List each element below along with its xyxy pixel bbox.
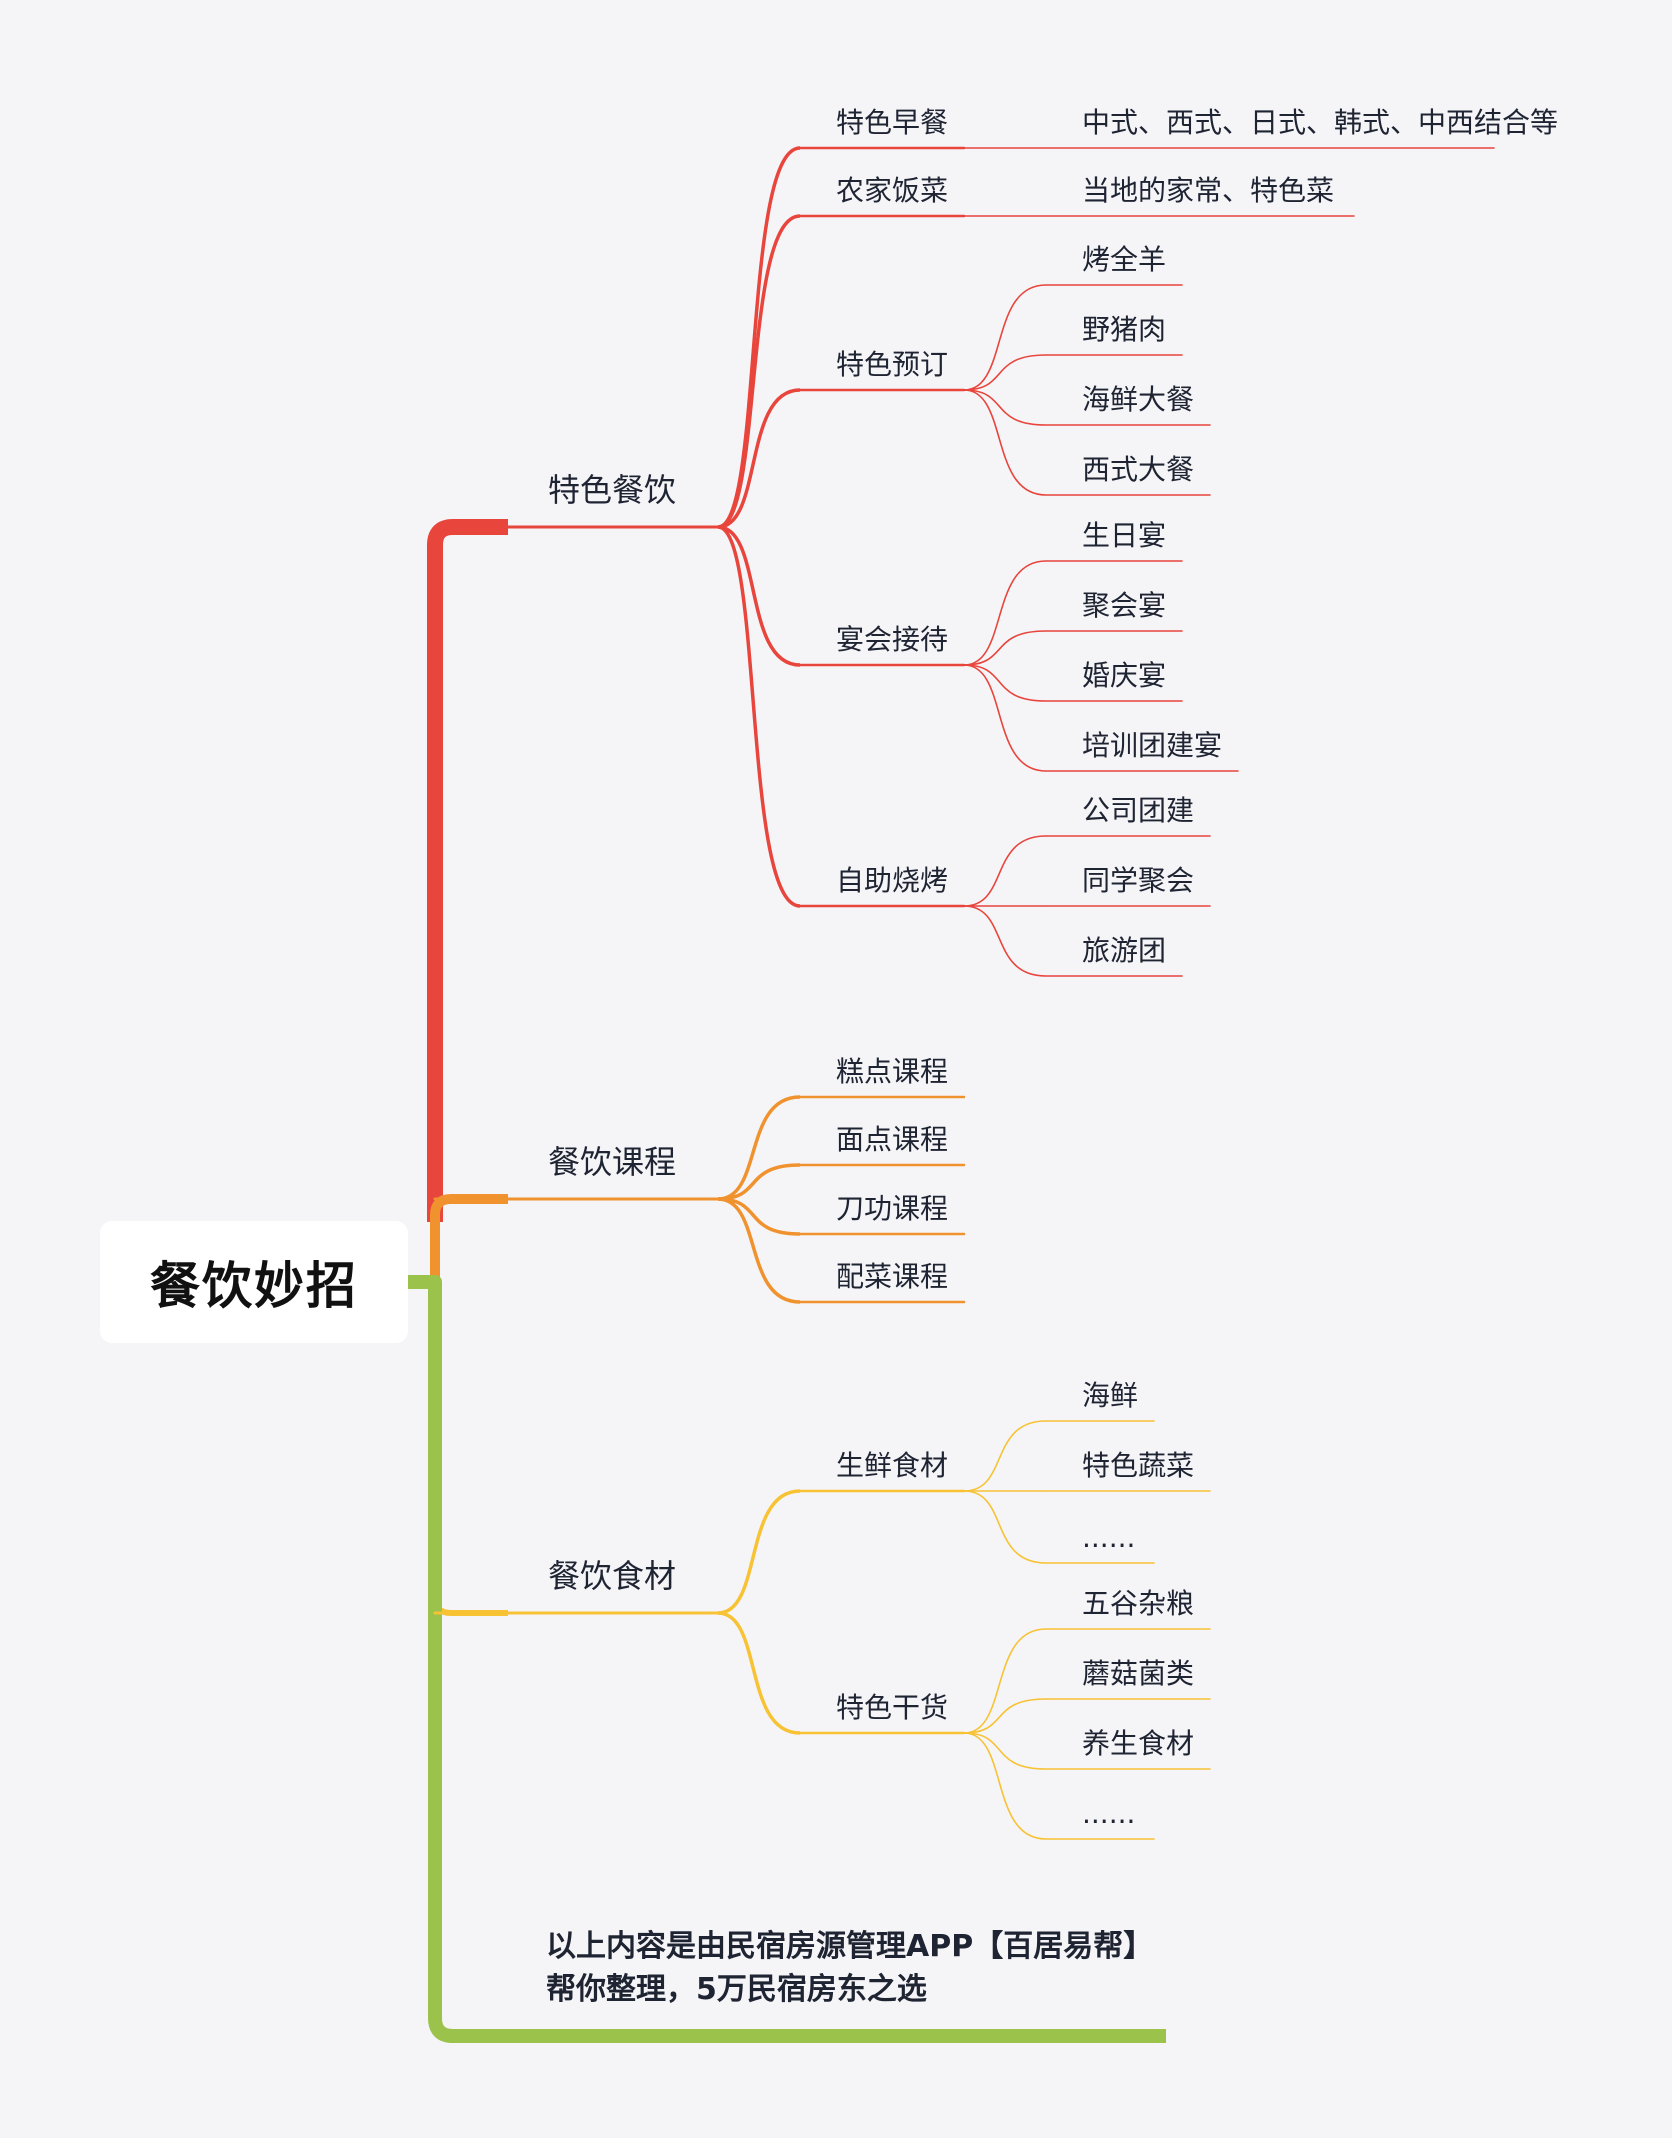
node-1-5-label[interactable]: 自助烧烤: [836, 864, 948, 897]
leaf-1-4-2-label[interactable]: 聚会宴: [1082, 589, 1166, 622]
spine-branch-2: [430, 1194, 508, 1282]
node-1-3-label[interactable]: 特色预订: [836, 348, 948, 381]
branch-2-link-1: [717, 1095, 801, 1201]
leaf-1-5-3-label[interactable]: 旅游团: [1082, 934, 1166, 967]
leaf-1-3-2-link: [963, 354, 1047, 391]
root-node[interactable]: 餐饮妙招: [100, 1221, 408, 1343]
leaf-1-3-1-label[interactable]: 烤全羊: [1082, 243, 1166, 276]
leaf-3-2-1-label[interactable]: 五谷杂粮: [1082, 1587, 1194, 1620]
branch-2-label[interactable]: 餐饮课程: [548, 1143, 676, 1181]
node-1-2-label[interactable]: 农家饭菜: [836, 174, 948, 207]
leaf-1-4-1-link: [963, 560, 1047, 666]
leaf-1-5-2-label[interactable]: 同学聚会: [1082, 864, 1194, 897]
leaf-3-2-4-label[interactable]: ......: [1082, 1797, 1135, 1830]
leaf-1-3-2-label[interactable]: 野猪肉: [1082, 313, 1166, 346]
node-1-4-label[interactable]: 宴会接待: [836, 623, 948, 656]
leaf-1-3-4-link: [963, 389, 1047, 496]
leaf-1-4-4-label[interactable]: 培训团建宴: [1082, 729, 1222, 762]
leaf-3-1-1-label[interactable]: 海鲜: [1082, 1379, 1138, 1412]
footer-note: 以上内容是由民宿房源管理APP【百居易帮】帮你整理，5万民宿房东之选: [546, 1929, 1139, 2007]
branch-3-label[interactable]: 餐饮食材: [548, 1557, 676, 1595]
leaf-1-2-1-label[interactable]: 当地的家常、特色菜: [1082, 174, 1334, 207]
leaf-3-1-3-link: [963, 1490, 1047, 1564]
branch-3-link-1: [717, 1489, 801, 1615]
leaf-1-3-3-label[interactable]: 海鲜大餐: [1082, 383, 1194, 416]
leaf-3-2-2-link: [963, 1698, 1047, 1734]
branch-1-link-5: [717, 525, 801, 908]
root-node-label: 餐饮妙招: [150, 1257, 358, 1315]
leaf-1-3-1-link: [963, 284, 1047, 391]
leaf-1-3-4-label[interactable]: 西式大餐: [1082, 453, 1194, 486]
branch-2-link-3: [717, 1197, 801, 1236]
leaf-1-1-1-label[interactable]: 中式、西式、日式、韩式、中西结合等: [1082, 106, 1558, 139]
node-2-3-label[interactable]: 刀功课程: [836, 1192, 948, 1225]
branch-1-label[interactable]: 特色餐饮: [548, 471, 676, 509]
branch-3-link-2: [717, 1611, 801, 1735]
leaf-3-2-3-label[interactable]: 养生食材: [1082, 1727, 1194, 1760]
node-1-1-label[interactable]: 特色早餐: [836, 106, 948, 139]
leaf-3-2-2-label[interactable]: 蘑菇菌类: [1082, 1657, 1194, 1690]
leaf-3-1-2-label[interactable]: 特色蔬菜: [1082, 1449, 1194, 1482]
branch-2-link-4: [717, 1197, 801, 1304]
leaf-1-4-3-label[interactable]: 婚庆宴: [1082, 659, 1166, 692]
spine-branch-3: [432, 1282, 508, 1616]
node-2-1-label[interactable]: 糕点课程: [836, 1055, 948, 1088]
leaf-1-4-2-link: [963, 630, 1047, 666]
leaf-3-1-3-label[interactable]: ......: [1082, 1521, 1135, 1554]
leaf-1-3-3-link: [963, 389, 1047, 426]
spine-branch-1: [427, 519, 508, 1222]
node-2-4-label[interactable]: 配菜课程: [836, 1260, 948, 1293]
branch-1-link-4: [717, 525, 801, 667]
leaf-1-5-3-link: [963, 905, 1047, 977]
leaf-1-4-3-link: [963, 664, 1047, 702]
leaf-3-1-1-link: [963, 1420, 1047, 1492]
branch-1-link-2: [717, 214, 801, 529]
leaf-1-5-1-link: [963, 835, 1047, 907]
leaf-3-2-1-link: [963, 1628, 1047, 1734]
leaf-1-4-1-label[interactable]: 生日宴: [1082, 519, 1166, 552]
leaf-3-2-3-link: [963, 1732, 1047, 1770]
node-3-2-label[interactable]: 特色干货: [836, 1691, 948, 1724]
node-3-1-label[interactable]: 生鲜食材: [836, 1449, 948, 1482]
leaf-1-5-1-label[interactable]: 公司团建: [1082, 794, 1194, 827]
spine-note: [428, 1282, 1166, 2043]
branch-2-link-2: [717, 1163, 801, 1201]
leaf-3-2-4-link: [963, 1732, 1047, 1840]
leaf-1-4-4-link: [963, 664, 1047, 772]
branch-1-link-3: [717, 388, 801, 529]
node-2-2-label[interactable]: 面点课程: [836, 1123, 948, 1156]
